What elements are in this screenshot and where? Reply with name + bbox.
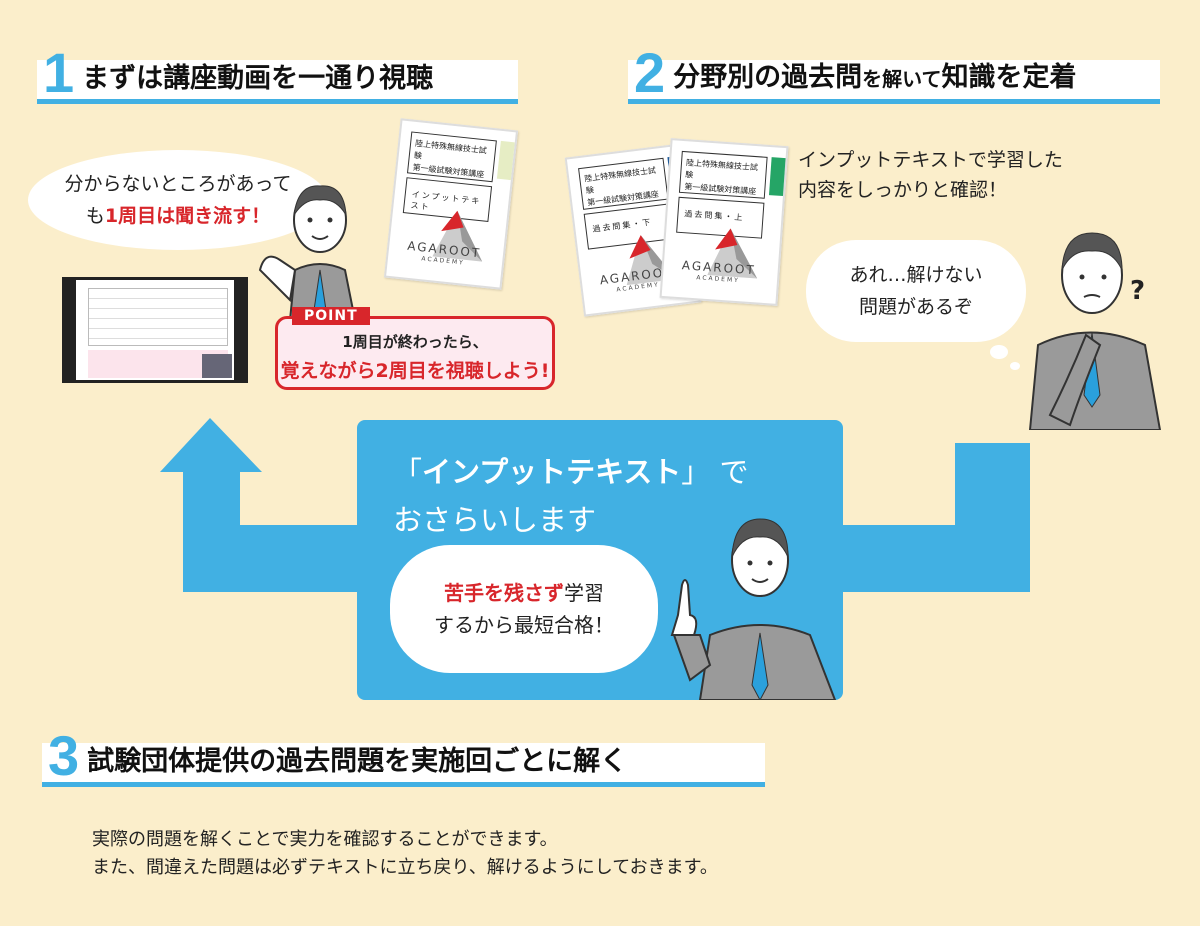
book-color-strip <box>768 157 786 197</box>
person-thinking-illustration <box>1028 232 1162 430</box>
center-cloud-bubble: 苦手を残さず学習するから最短合格！ <box>390 545 658 673</box>
center-heading: 「インプットテキスト」 で おさらいします <box>393 455 749 537</box>
question-mark: ? <box>1130 276 1146 306</box>
person-pointing-illustration <box>670 518 837 700</box>
step3-description: 実際の問題を解くことで実力を確認することができます。 また、間違えた問題は必ずテ… <box>92 829 718 878</box>
logo-mountain-icon <box>432 210 483 262</box>
input-text-label: インプットテキスト <box>422 455 682 489</box>
person-ok-gesture-illustration <box>258 185 357 320</box>
point-callout: POINT 1周目が終わったら、 覚えながら2周目を視聴しよう! <box>275 307 555 390</box>
book-color-strip <box>496 140 515 181</box>
thought-dot <box>990 345 1008 359</box>
step2-thought-bubble: あれ…解けない問題があるぞ <box>806 240 1026 342</box>
step2-description: インプットテキストで学習した 内容をしっかりと確認！ <box>798 149 1063 201</box>
step1-speech-bubble: 分からないところがあっても1周目は聞き流す！ <box>28 150 328 250</box>
thought-dot <box>1010 362 1020 370</box>
lecture-video-thumbnail <box>62 277 248 383</box>
point-tag: POINT <box>292 307 370 325</box>
logo-mountain-icon <box>707 228 758 279</box>
